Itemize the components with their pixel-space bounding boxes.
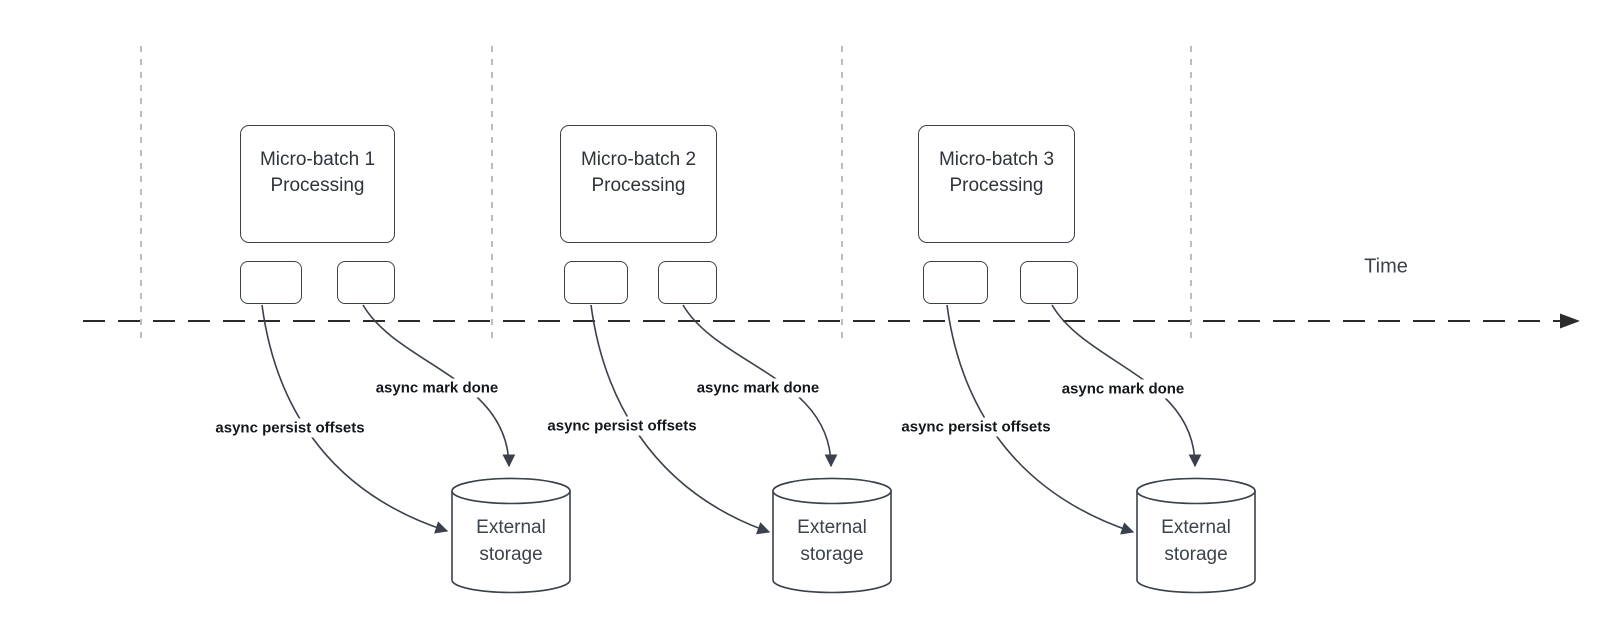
mark-done-label: async mark done [372,378,502,398]
external-storage-cylinder [1136,477,1256,594]
external-storage-cylinder [451,477,571,594]
mark-done-arrow [362,304,516,468]
persist-offsets-arrow [590,304,771,535]
persist-offsets-label: async persist offsets [544,416,700,436]
persist-offsets-label: async persist offsets [898,417,1054,437]
persist-task-box [923,261,988,304]
external-storage-cylinder [772,477,892,594]
timeline-arrowhead-icon [1560,313,1580,329]
mark-done-arrow [682,304,838,468]
done-task-box [658,261,717,304]
persist-task-box [564,261,628,304]
done-task-box [337,261,395,304]
mark-done-label: async mark done [1058,379,1188,399]
done-task-box [1020,261,1078,304]
time-label: Time [1364,255,1408,278]
persist-task-box [240,261,302,304]
persist-offsets-label: async persist offsets [212,418,368,438]
mark-done-arrow [1051,304,1202,468]
mark-done-label: async mark done [693,378,823,398]
